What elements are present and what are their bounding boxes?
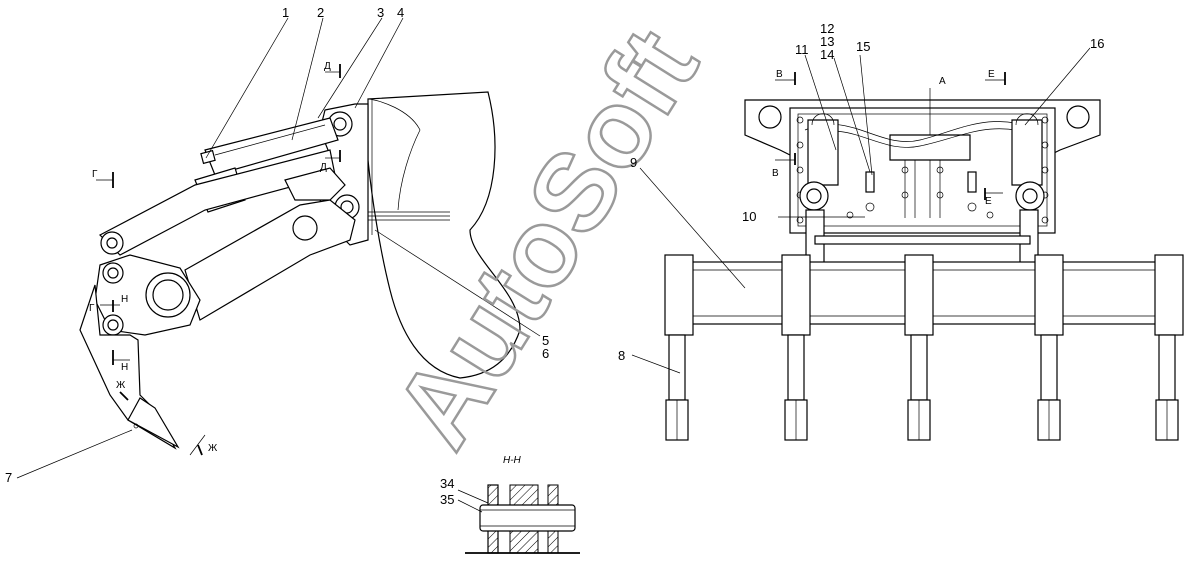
section-mark-d-top: Д [324, 61, 331, 72]
section-mark-v-bottom: В [772, 168, 779, 179]
shank-4 [1034, 254, 1064, 441]
bolt-pattern [796, 116, 1049, 224]
section-mark-zh-bottom: Ж [208, 443, 218, 454]
part-label-5: 5 [542, 333, 549, 348]
part-label-7: 7 [5, 470, 12, 485]
part-label-16: 16 [1090, 36, 1104, 51]
section-mark-a: А [939, 76, 946, 87]
part-label-14: 14 [820, 47, 834, 62]
part-label-15: 15 [856, 39, 870, 54]
section-title: Н-Н [503, 455, 522, 466]
left-cylinder [799, 113, 839, 266]
section-mark-e-bottom: Е [985, 196, 992, 207]
section-mark-n-top: Н [121, 294, 128, 305]
section-mark-zh-top: Ж [116, 380, 126, 391]
part-label-35: 35 [440, 492, 454, 507]
shank-1 [664, 254, 694, 441]
lower-link [184, 199, 356, 321]
shank-2 [781, 254, 811, 441]
bucket-outline [367, 91, 521, 379]
part-label-13: 13 [820, 34, 834, 49]
part-label-34: 34 [440, 476, 454, 491]
cross-rod [814, 235, 1031, 245]
section-view [457, 484, 580, 554]
section-mark-g-top: Г [92, 169, 98, 180]
side-view-ripper [16, 17, 541, 479]
front-view-ripper [631, 47, 1184, 441]
part-label-11: 11 [795, 42, 809, 57]
section-mark-n-bottom: Н [121, 362, 128, 373]
part-label-10: 10 [742, 209, 756, 224]
shank-5 [1154, 254, 1184, 441]
part-label-12: 12 [820, 21, 834, 36]
section-markers: Д Д Г Г Н Н Ж Ж В В А Е Е Н-Н [89, 61, 995, 466]
section-mark-v-top: В [776, 69, 783, 80]
part-label-4: 4 [397, 5, 404, 20]
part-label-3: 3 [377, 5, 384, 20]
shank-3 [904, 254, 934, 441]
part-label-6: 6 [542, 346, 549, 361]
part-labels: 1 2 3 4 5 6 7 8 9 10 11 12 13 14 15 16 3… [5, 5, 1104, 507]
part-label-1: 1 [282, 5, 289, 20]
ripper-tip [127, 397, 180, 449]
section-mark-d-bottom: Д [320, 162, 327, 173]
section-mark-e-top: Е [988, 69, 995, 80]
section-mark-g-bottom: Г [89, 303, 95, 314]
part-label-8: 8 [618, 348, 625, 363]
part-label-9: 9 [630, 155, 637, 170]
part-label-2: 2 [317, 5, 324, 20]
